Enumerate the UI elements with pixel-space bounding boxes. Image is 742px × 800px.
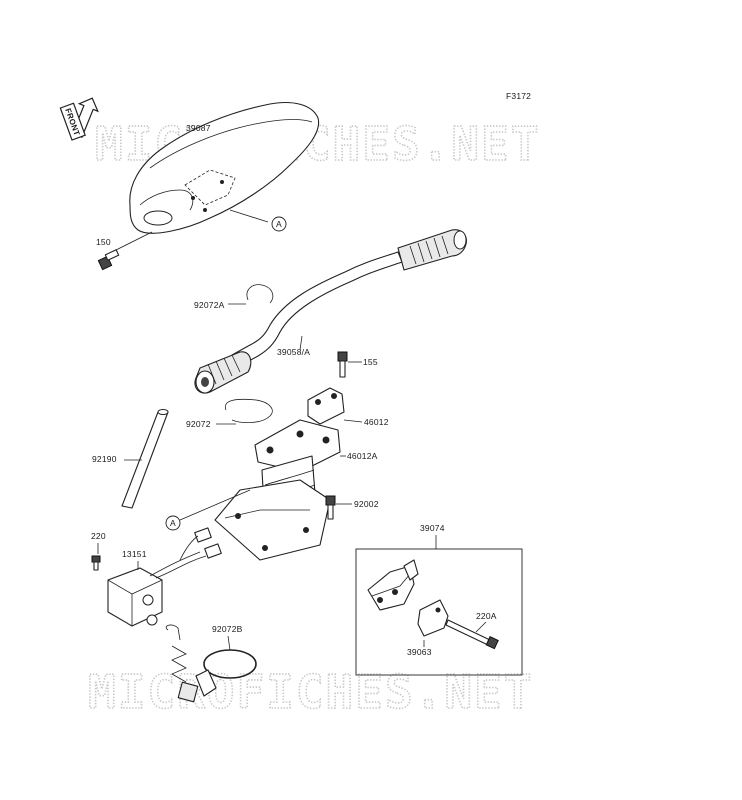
bolt-92002	[325, 495, 336, 520]
label-46012: 46012	[364, 417, 389, 427]
label-150: 150	[96, 237, 111, 247]
watermark-bottom: MICROFICHES.NET	[88, 665, 533, 719]
label-39074: 39074	[420, 523, 445, 533]
handlebar-cover	[129, 101, 320, 234]
label-46012A: 46012A	[347, 451, 378, 461]
label-92190: 92190	[92, 454, 117, 464]
label-39058A: 39058/A	[277, 347, 310, 357]
tube-92190	[121, 409, 169, 509]
handlebar-39058A	[194, 229, 467, 394]
label-92072B: 92072B	[212, 624, 243, 634]
steering-column-46012A	[214, 419, 341, 561]
label-13151: 13151	[122, 549, 147, 559]
figure-code: F3172	[506, 91, 531, 101]
label-92072: 92072	[186, 419, 211, 429]
clamp-92072	[224, 398, 273, 424]
screw-220	[91, 555, 101, 571]
label-92072A: 92072A	[194, 300, 225, 310]
screw-220A	[445, 619, 499, 650]
holder-46012	[307, 387, 345, 425]
ref-marker-a-top-text: A	[276, 219, 282, 229]
label-155: 155	[363, 357, 378, 367]
label-220A: 220A	[476, 611, 497, 621]
spring-clip	[165, 624, 199, 703]
bolt-150	[97, 231, 153, 271]
ref-marker-a-bottom	[165, 515, 181, 531]
lever-bracket	[367, 559, 419, 611]
label-39063: 39063	[407, 647, 432, 657]
clamp-92072A	[246, 284, 274, 304]
front-badge: FRONT	[59, 102, 86, 141]
label-220: 220	[91, 531, 106, 541]
cover-39063	[417, 599, 449, 637]
label-92002: 92002	[354, 499, 379, 509]
switch-13151	[107, 527, 222, 627]
assembly-box-39074	[355, 548, 523, 676]
ref-marker-a-bottom-text: A	[170, 518, 176, 528]
bolt-155	[337, 351, 348, 378]
label-39087: 39087	[186, 123, 211, 133]
ref-marker-a-top	[271, 216, 287, 232]
